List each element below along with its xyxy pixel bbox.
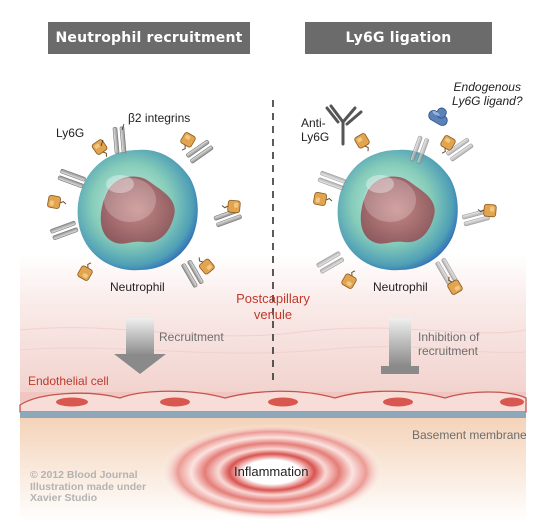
label-neutrophil-right: Neutrophil [373,280,428,294]
copyright-credit: © 2012 Blood Journal Illustration made u… [30,469,147,504]
venule-lumen [20,254,526,406]
label-neutrophil-left: Neutrophil [110,280,165,294]
label-endogenous-ligand: Endogenous Ly6G ligand? [452,80,523,108]
label-inhibition-of-recruitment: Inhibition of recruitment [418,330,480,358]
inflammation-focus [160,424,384,520]
label-endothelial-cell: Endothelial cell [28,374,109,388]
neutrophil-left [77,149,198,271]
label-inflammation: Inflammation [234,464,309,479]
endogenous-ligand-icon [428,107,448,126]
label-anti-ly6g: Anti- Ly6G [301,116,330,144]
label-recruitment: Recruitment [159,330,224,344]
header-neutrophil-recruitment: Neutrophil recruitment [48,22,250,54]
inhibition-symbol [381,318,419,374]
anti-ly6g-antibody-icon [325,104,363,146]
header-ly6g-ligation: Ly6G ligation [305,22,492,54]
label-basement-membrane: Basement membrane [412,428,527,442]
label-ly6g: Ly6G [56,126,85,140]
endothelial-layer [19,390,527,413]
label-postcapillary-venule: Postcapillary venule [236,291,310,322]
neutrophil-right [337,149,458,271]
label-beta2-integrins: β2 integrins [128,111,191,125]
basement-membrane-layer [20,412,526,418]
recruitment-arrow [114,318,166,374]
